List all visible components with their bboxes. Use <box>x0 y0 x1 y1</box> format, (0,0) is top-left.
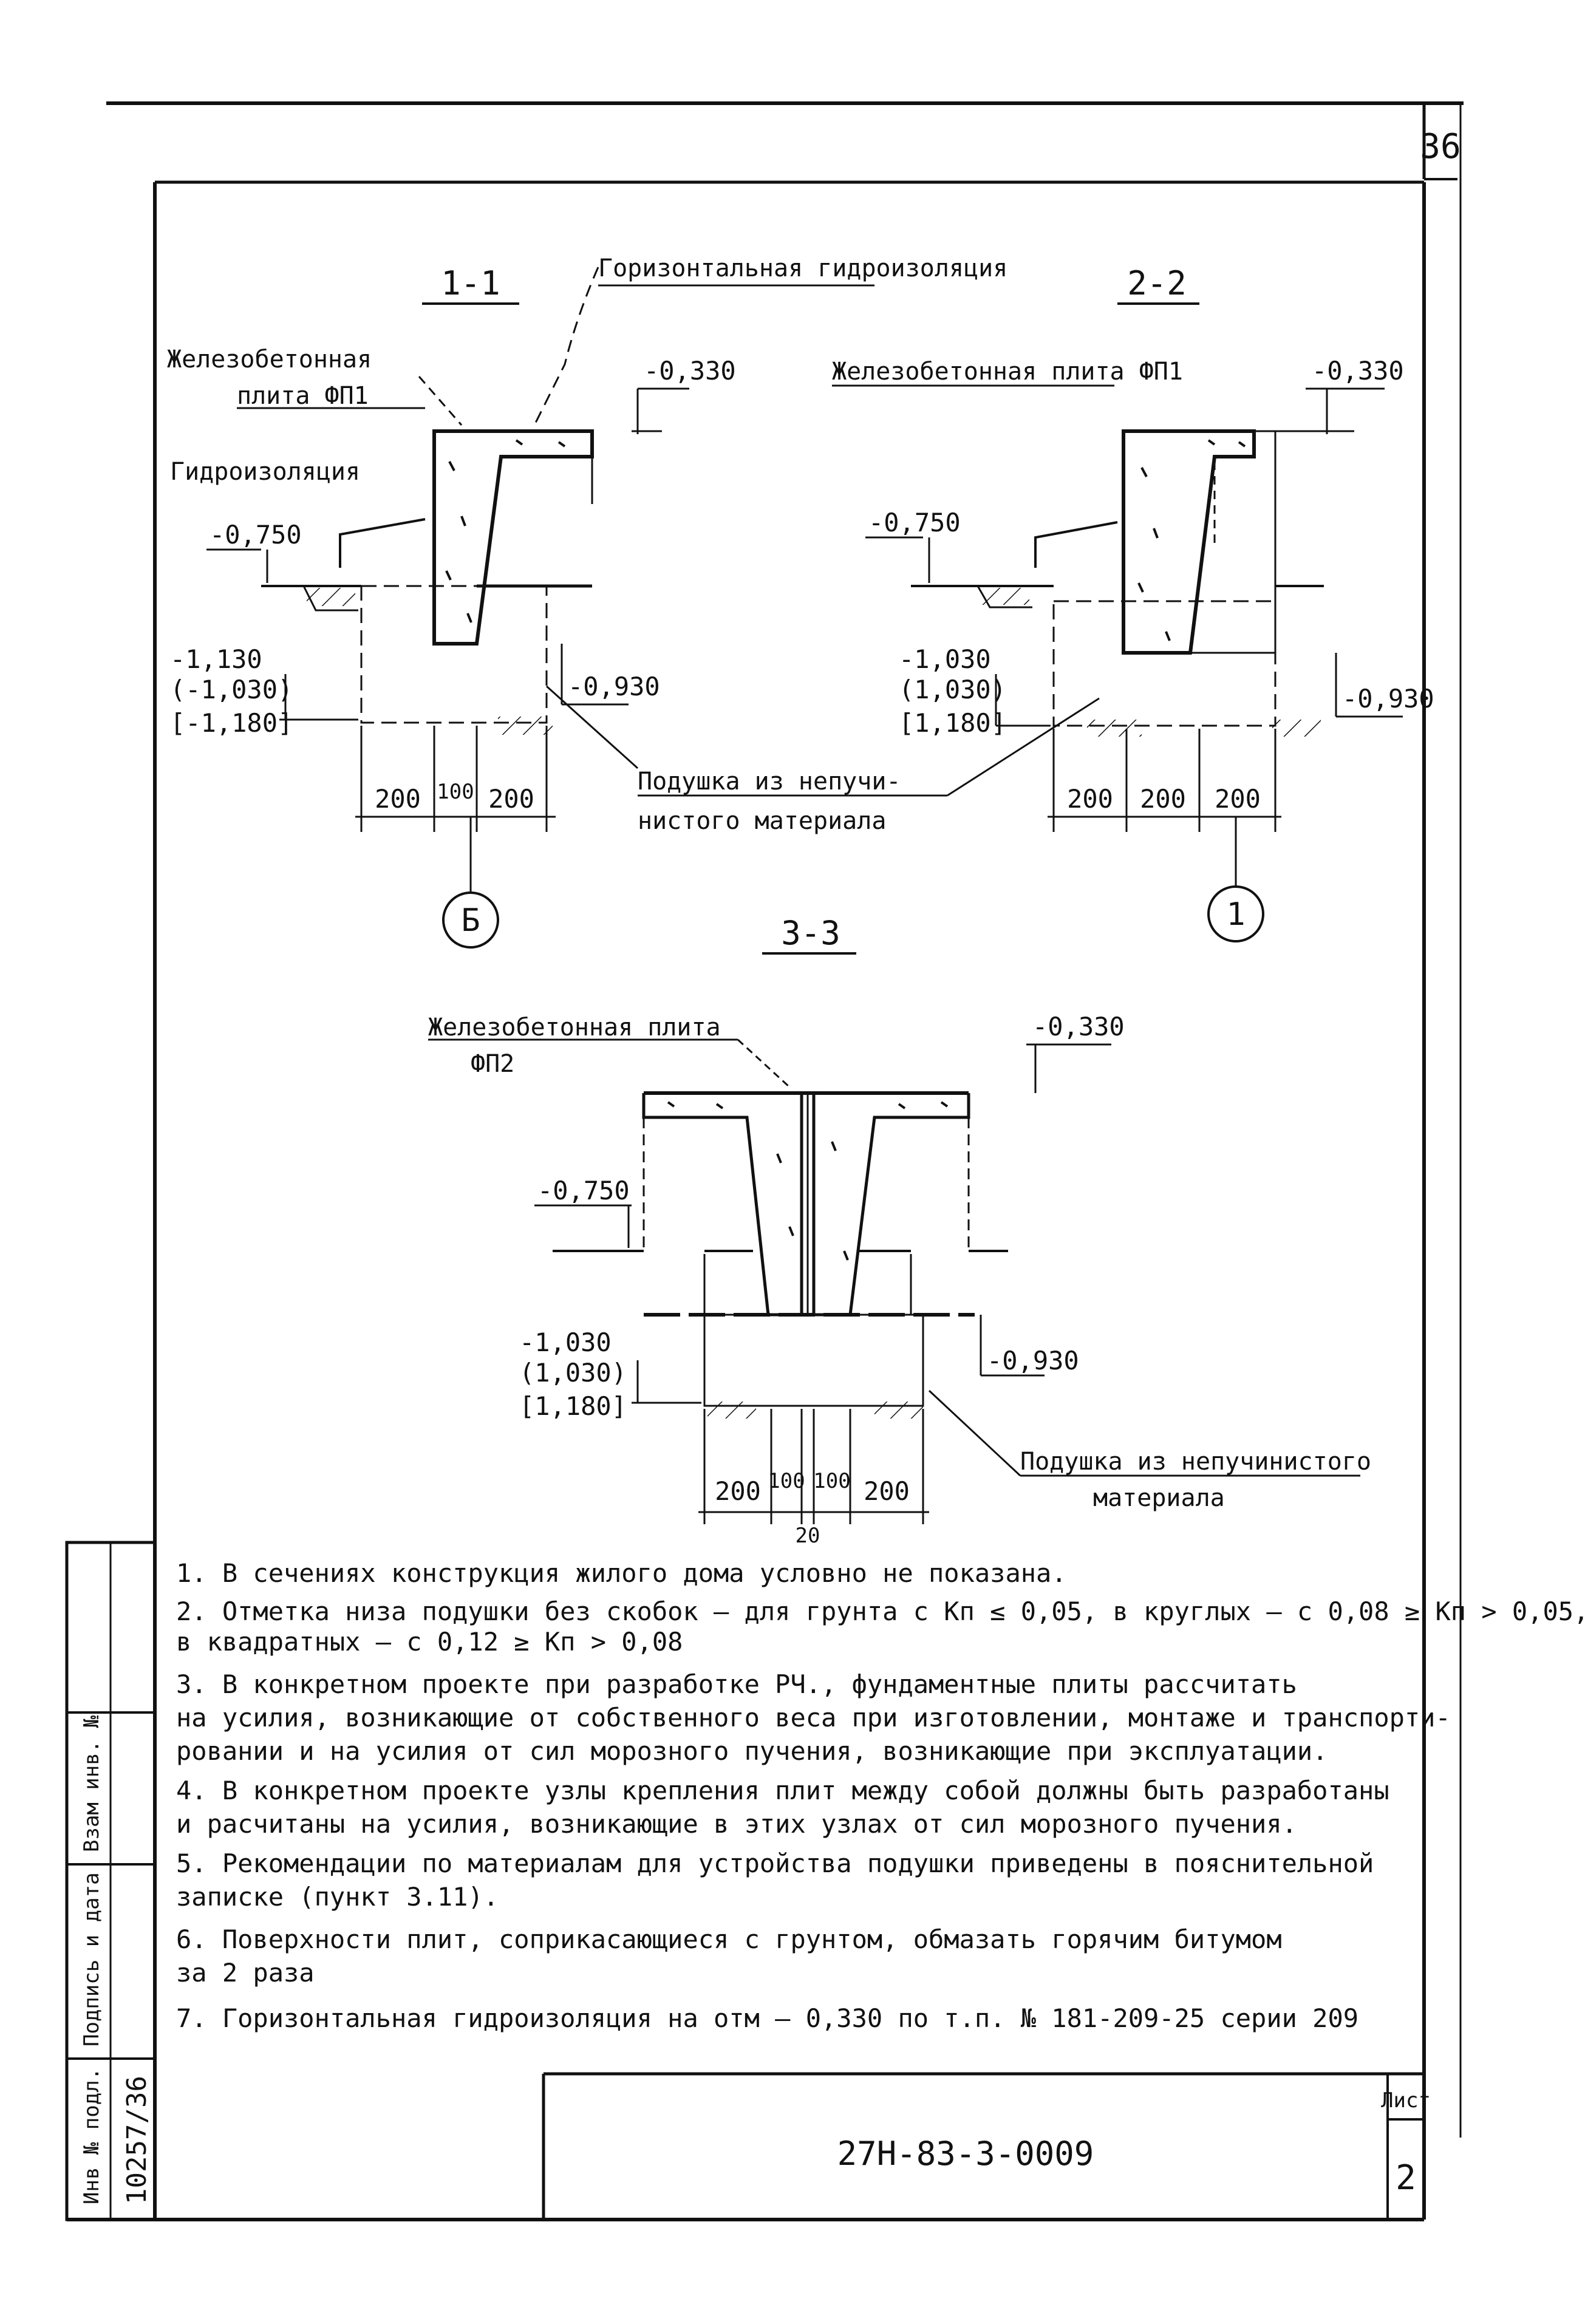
note-5b: записке (пункт 3.11). <box>176 1882 499 1912</box>
s1-level-bottom-3: [-1,180] <box>170 708 293 738</box>
s2-level-ground: -0,750 <box>868 508 961 537</box>
label-horizontal-hydro: Горизонтальная гидроизоляция <box>598 254 1007 282</box>
s1-level-slab: -0,930 <box>568 672 660 701</box>
page-number: 36 <box>1420 127 1461 166</box>
list-number: 2 <box>1396 2158 1416 2198</box>
s1-dim-3: 200 <box>488 784 534 814</box>
s3-level-bottom-3: [1,180] <box>519 1391 627 1421</box>
cushion-label-2: нистого материала <box>638 807 886 835</box>
s3-level-ground: -0,750 <box>537 1176 630 1205</box>
s1-level-bottom-2: (-1,030) <box>170 675 293 704</box>
note-2b: в квадратных – с 0,12 ≥ Кп > 0,08 <box>176 1627 683 1657</box>
note-3b: на усилия, возникающие от собственного в… <box>176 1703 1451 1733</box>
section-3-3: 3-3 Железобетонная плита ФП2 -0,330 -0 <box>428 914 1371 1548</box>
s3-dim-4: 200 <box>864 1476 910 1506</box>
s3-level-bottom-2: (1,030) <box>519 1358 627 1388</box>
s2-level-bottom-3: [1,180] <box>899 708 1006 738</box>
section-2-2: 2-2 Железобетонная плита ФП1 -0,330 -0,7… <box>832 264 1434 942</box>
note-3a: 3. В конкретном проекте при разработке Р… <box>176 1669 1297 1699</box>
cushion-label-group: Подушка из непучи- нистого материала <box>545 685 1100 835</box>
s1-dim-1: 200 <box>375 784 421 814</box>
s2-axis-label: 1 <box>1226 896 1245 933</box>
s2-level-bottom-1: -1,030 <box>899 644 991 674</box>
s1-level-bottom-1: -1,130 <box>170 644 262 674</box>
s3-dim-3: 100 <box>813 1469 850 1493</box>
title-block: 27Н-83-3-0009 Лист 2 <box>542 2072 1431 2220</box>
note-6a: 6. Поверхности плит, соприкасающиеся с г… <box>176 1924 1282 1954</box>
note-3c: ровании и на усилия от сил морозного пуч… <box>176 1736 1328 1766</box>
sheet-frame <box>67 101 1464 2221</box>
s3-level-slab: -0,930 <box>987 1346 1079 1375</box>
stamp-inv-value: 10257/36 <box>121 2076 152 2204</box>
s2-dim-2: 200 <box>1140 784 1186 814</box>
note-7: 7. Горизонтальная гидроизоляция на отм –… <box>176 2003 1358 2033</box>
section-2-title: 2-2 <box>1127 264 1187 302</box>
s1-dim-2: 100 <box>437 780 474 804</box>
s3-cushion-label-1: Подушка из непучинистого <box>1020 1448 1371 1476</box>
note-1: 1. В сечениях конструкция жилого дома ус… <box>176 1558 1067 1588</box>
list-label: Лист <box>1381 2088 1431 2113</box>
s1-level-top: -0,330 <box>644 356 736 386</box>
s3-level-bottom-1: -1,030 <box>519 1327 612 1357</box>
label-hydro-1: Гидроизоляция <box>170 458 360 486</box>
s2-level-bottom-2: (1,030) <box>899 675 1006 704</box>
note-2a: 2. Отметка низа подушки без скобок – для… <box>176 1596 1585 1626</box>
note-5a: 5. Рекомендации по материалам для устрой… <box>176 1849 1374 1878</box>
section-1-title: 1-1 <box>441 264 500 302</box>
notes-block: 1. В сечениях конструкция жилого дома ус… <box>176 1558 1585 2033</box>
s3-cushion-label-2: материала <box>1093 1484 1225 1512</box>
drawing-code: 27Н-83-3-0009 <box>837 2135 1094 2173</box>
label-plate-2: Железобетонная плита ФП1 <box>832 358 1183 386</box>
s2-dim-1: 200 <box>1067 784 1113 814</box>
note-4a: 4. В конкретном проекте узлы крепления п… <box>176 1776 1389 1805</box>
s3-level-top: -0,330 <box>1032 1012 1125 1041</box>
side-stamp: Инв № подл. Подпись и дата Взам инв. № 1… <box>65 1541 157 2221</box>
label-plate-1b: плита ФП1 <box>237 382 369 410</box>
s2-dim-3: 200 <box>1215 784 1261 814</box>
s1-axis-label: Б <box>461 902 480 939</box>
s3-dim-gap: 20 <box>796 1524 820 1548</box>
s3-dim-1: 200 <box>715 1476 761 1506</box>
label-plate-1a: Железобетонная <box>167 346 372 373</box>
s3-dim-2: 100 <box>768 1469 805 1493</box>
note-6b: за 2 раза <box>176 1958 315 1988</box>
note-4b: и расчитаны на усилия, возникающие в эти… <box>176 1809 1297 1839</box>
section-3-title: 3-3 <box>781 914 840 952</box>
label-plate-3a: Железобетонная плита <box>428 1014 721 1041</box>
stamp-vzam: Взам инв. № <box>80 1715 104 1852</box>
label-plate-3b: ФП2 <box>471 1050 514 1078</box>
stamp-sign-date: Подпись и дата <box>80 1872 104 2046</box>
stamp-inv-orig: Инв № подл. <box>80 2068 104 2204</box>
cushion-label-1: Подушка из непучи- <box>638 768 901 796</box>
section-1-1: 1-1 Горизонтальная гидроизоляция Железоб… <box>167 254 1007 949</box>
s1-level-ground: -0,750 <box>210 520 302 550</box>
s2-level-top: -0,330 <box>1312 356 1404 386</box>
s2-level-slab: -0,930 <box>1342 684 1434 714</box>
